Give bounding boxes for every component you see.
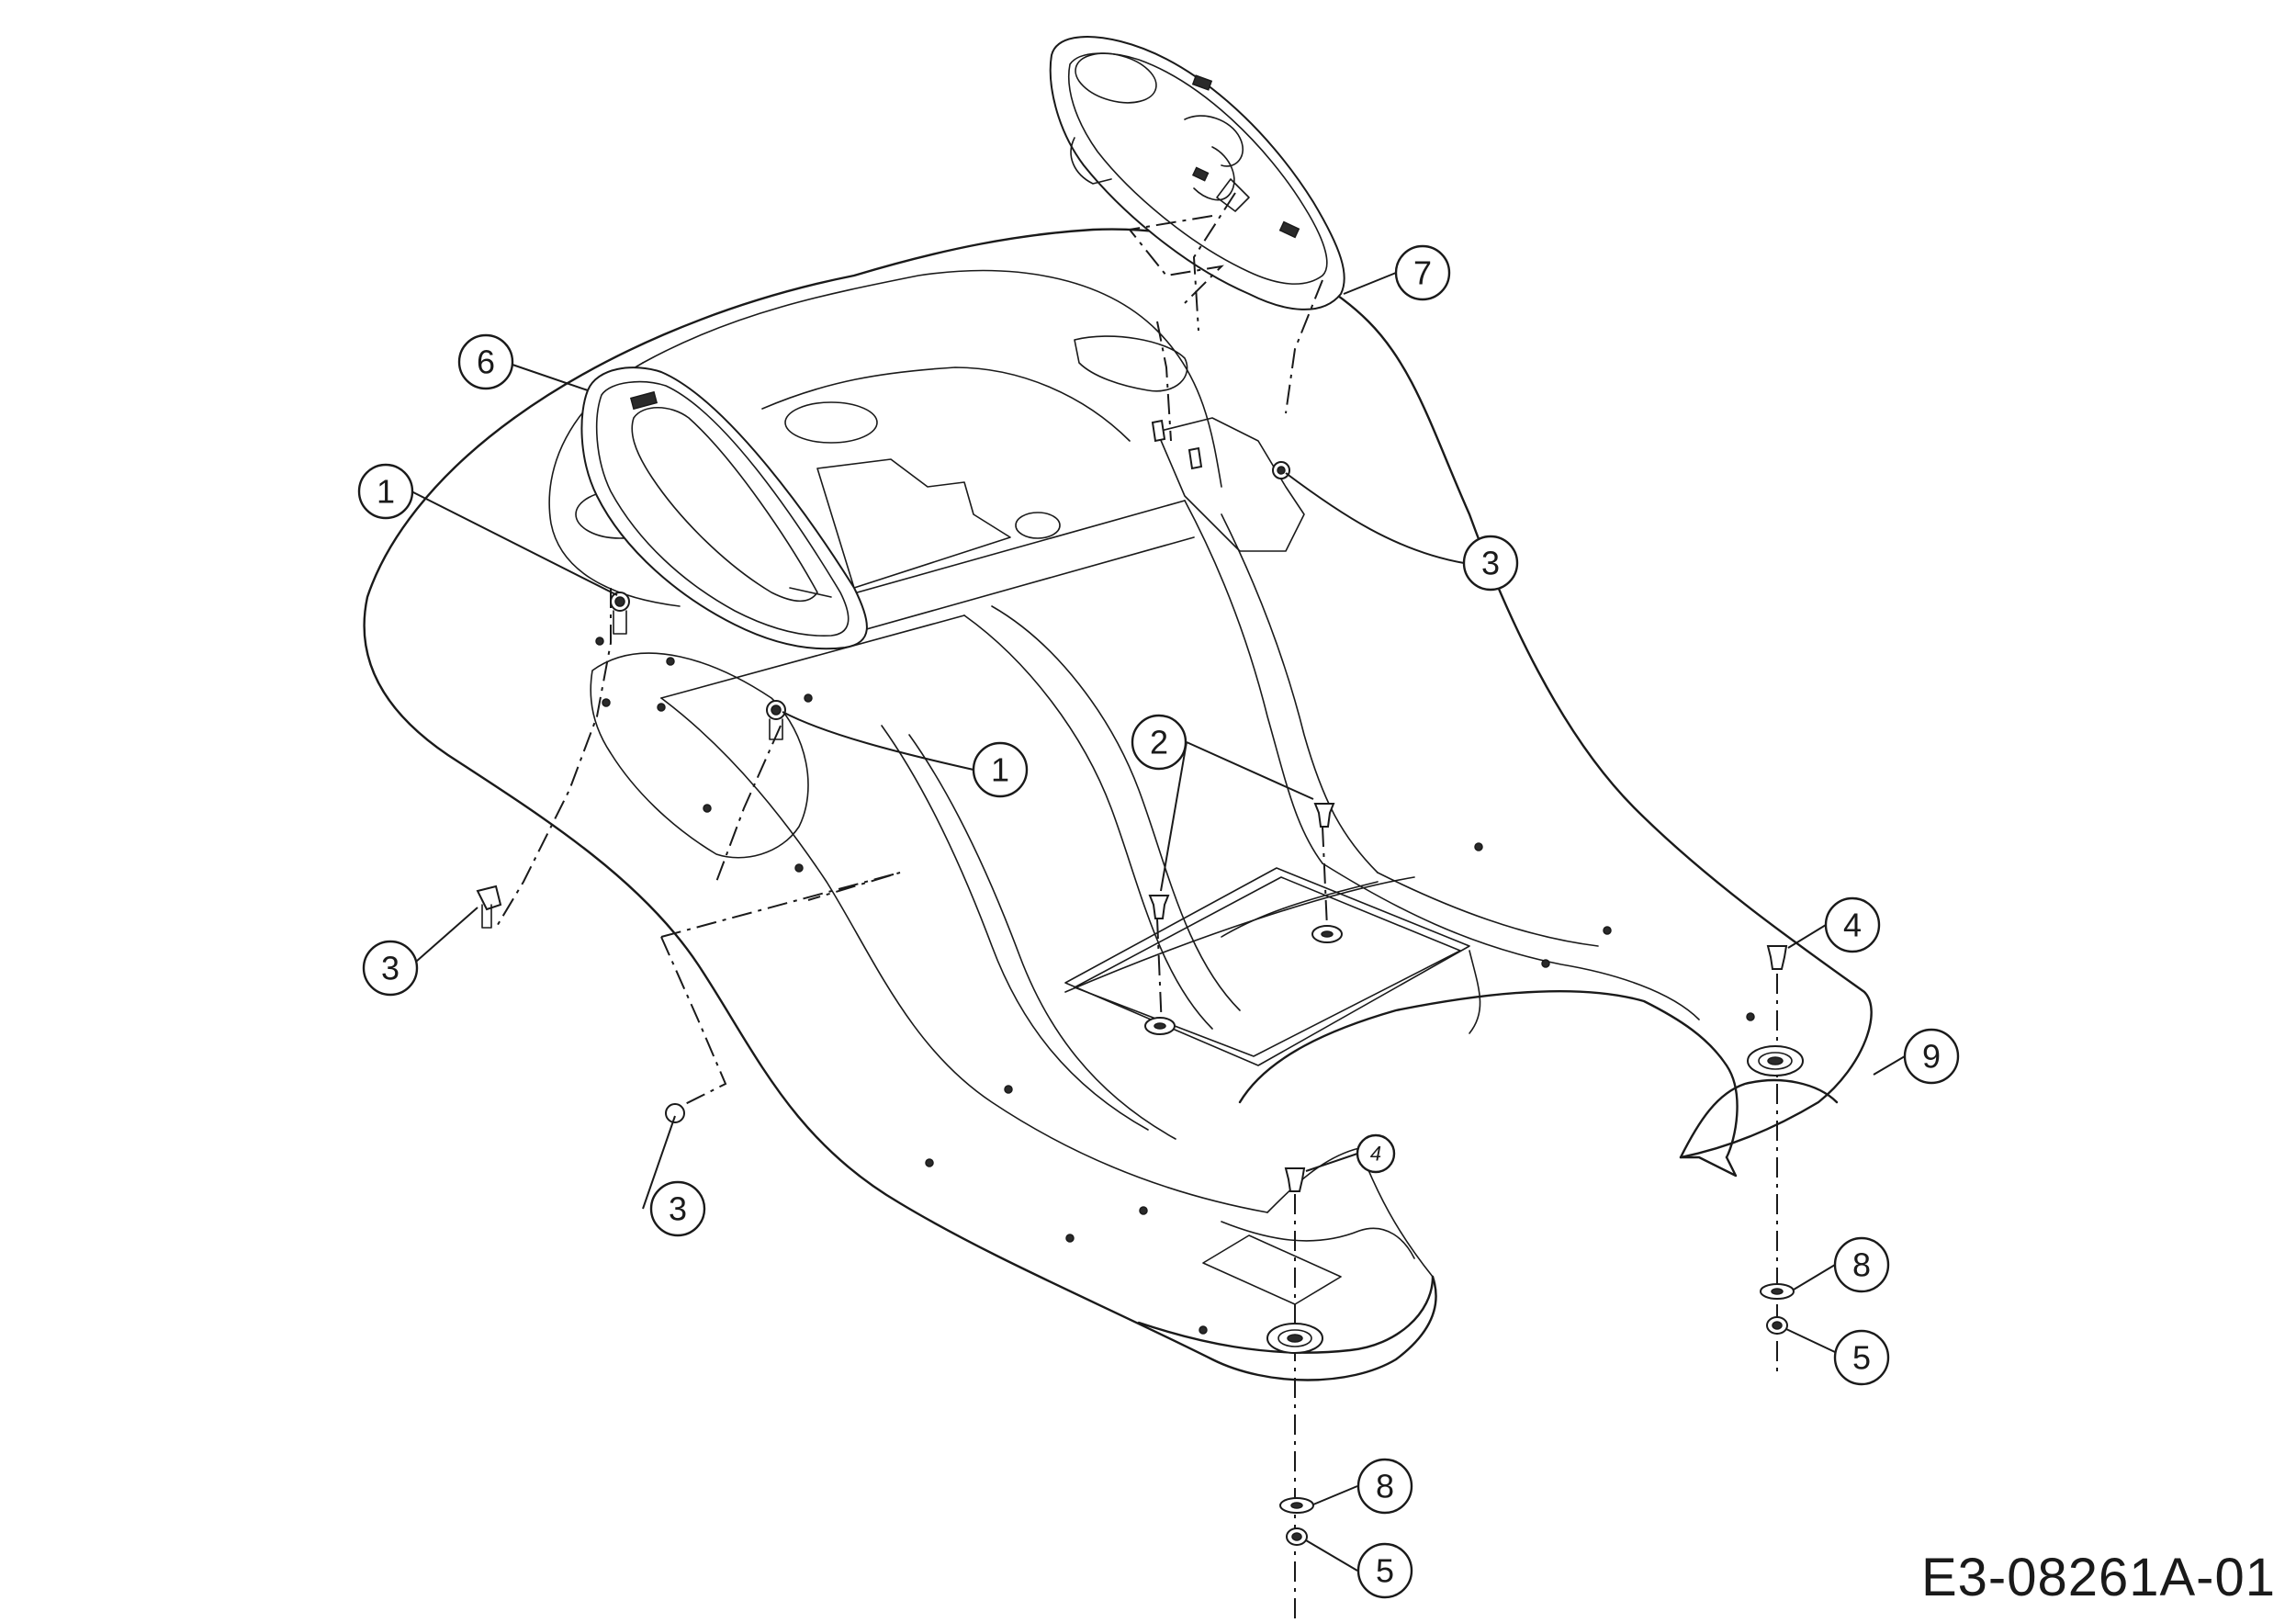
callout-label: 4	[1843, 907, 1862, 944]
callout-label: 2	[1150, 724, 1168, 761]
part-6-handle-cover	[580, 366, 868, 650]
fender-body-outline	[363, 228, 1873, 1381]
callout-3-right: 3	[1462, 535, 1519, 592]
floor-panel	[1064, 867, 1470, 1305]
fastener-part-3b	[665, 1103, 685, 1123]
callout-label: 5	[1376, 1552, 1394, 1590]
callout-5-right: 5	[1833, 1329, 1890, 1386]
callout-7: 7	[1394, 244, 1451, 301]
callout-2: 2	[1131, 714, 1187, 771]
drawing-number: E3-08261A-01	[1920, 1548, 2276, 1607]
callout-label: 1	[991, 751, 1009, 789]
callout-label: 3	[669, 1190, 687, 1228]
callout-6: 6	[457, 333, 514, 390]
fastener-part-2a	[1313, 803, 1335, 828]
callout-8-bottom: 8	[1356, 1458, 1413, 1515]
callout-label: 1	[377, 473, 395, 511]
nut-part-5-right	[1766, 1316, 1788, 1335]
callout-5-bottom: 5	[1356, 1542, 1413, 1599]
callout-label: 4	[1370, 1143, 1381, 1166]
grommet-right	[1747, 1045, 1804, 1076]
fastener-part-1a	[610, 592, 630, 635]
callout-label: 5	[1852, 1339, 1871, 1377]
mounting-holes	[595, 637, 1755, 1335]
callout-3-left: 3	[362, 940, 419, 997]
washer-part-8-right	[1760, 1283, 1795, 1300]
fastener-part-2b	[1148, 895, 1170, 919]
fastener-part-4a	[1766, 945, 1788, 970]
callout-1-middle: 1	[972, 741, 1029, 798]
callout-8-right: 8	[1833, 1236, 1890, 1293]
callout-label: 9	[1922, 1038, 1941, 1076]
nut-part-5-bottom	[1286, 1527, 1308, 1546]
callout-label: 3	[1481, 545, 1500, 582]
fasteners	[476, 419, 1804, 1546]
fastener-part-3c-right	[1272, 461, 1290, 479]
grommet-bottom	[1266, 1323, 1323, 1354]
callout-9: 9	[1903, 1028, 1960, 1085]
callout-label: 3	[381, 950, 400, 987]
hidden-lines	[495, 192, 1778, 1623]
callout-label: 8	[1376, 1468, 1394, 1505]
fastener-part-3c-left	[1151, 419, 1166, 443]
callout-4-right: 4	[1824, 896, 1881, 953]
callout-label: 6	[477, 344, 495, 381]
left-recess-panel	[590, 652, 809, 859]
grommet-floor-upper	[1311, 925, 1343, 943]
callout-4-small: 4	[1356, 1133, 1396, 1174]
fastener-part-3a	[476, 885, 502, 929]
grommet-floor-lower	[1144, 1017, 1176, 1035]
leader-lines	[408, 272, 1906, 1572]
fastener-part-1b	[766, 700, 786, 740]
washer-part-8-bottom	[1279, 1497, 1314, 1514]
callout-3-bottom: 3	[649, 1180, 706, 1237]
fastener-part-4b	[1284, 1167, 1306, 1192]
callout-1-left: 1	[357, 463, 414, 520]
callout-label: 7	[1413, 254, 1432, 292]
callout-label: 8	[1852, 1246, 1871, 1284]
fastener-part-3c-mid	[1187, 446, 1203, 470]
part-7-upper-cover	[1049, 36, 1345, 310]
